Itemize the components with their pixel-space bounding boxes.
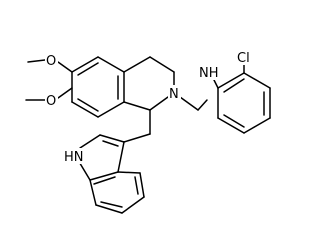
bond [121,196,145,214]
bond [97,56,125,73]
bond [179,96,199,111]
bond [89,179,97,206]
bond [217,117,245,134]
bond [97,101,125,118]
bond [27,59,46,63]
bond [89,171,119,181]
bond [123,101,151,111]
bond [57,61,73,73]
bond [102,140,119,147]
bond [134,176,139,195]
bond [243,117,271,134]
bond [223,114,245,128]
bond [95,204,123,214]
bond [71,101,99,118]
chlorine-label: Cl [237,51,250,66]
bond [149,96,169,111]
bond [149,56,175,73]
bond [79,134,101,149]
bond [123,56,151,73]
oxygen-label: O [46,94,56,109]
atom-labels: O O N NH Cl HN [45,49,254,165]
bond [117,141,125,173]
bond [99,134,125,143]
structural-formula: O O N NH Cl HN [25,49,271,214]
bond [217,72,245,89]
bond [77,98,99,112]
nitrogen-label: N [169,87,179,102]
bond [243,72,271,89]
bond [223,78,245,93]
bond [100,201,123,208]
bond [93,176,116,185]
bond [77,62,99,76]
bond [71,56,99,73]
bond [139,172,145,198]
oxygen-label: O [46,54,56,69]
indole-nh-label: HN [64,150,84,165]
bonds [25,56,271,214]
amine-label: NH [199,66,219,81]
bond [117,171,141,174]
bond [213,79,219,89]
bond [197,99,208,111]
bond [57,87,73,99]
bond [123,133,151,143]
